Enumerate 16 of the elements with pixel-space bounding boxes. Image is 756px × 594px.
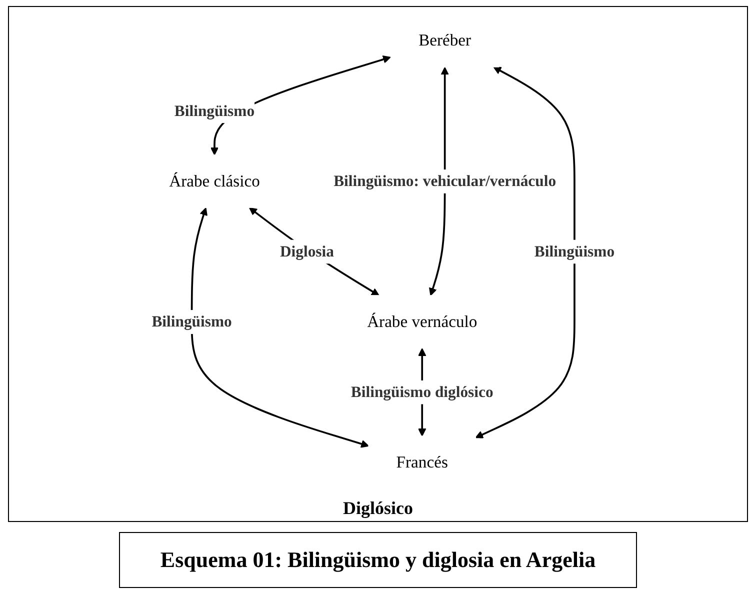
node-text: Árabe clásico: [169, 172, 260, 190]
edge-label: Bilingüismo: [174, 102, 255, 120]
arrow: [475, 66, 576, 438]
node-text: Beréber: [418, 30, 472, 50]
note-label: Diglósico: [343, 498, 413, 518]
edge-label: Bilingüismo: [152, 312, 232, 330]
arrow: [248, 207, 380, 296]
node-text: Árabe vernáculo: [367, 312, 478, 331]
arrow: [190, 207, 370, 448]
edge-label: Diglosia: [280, 242, 334, 260]
edge-label: Bilingüismo: vehicular/vernáculo: [334, 172, 556, 190]
caption: Esquema 01: Bilingüismo y diglosia en Argelia: [119, 532, 637, 588]
node-text: Francés: [396, 452, 448, 472]
edge-label: Bilingüismo diglósico: [350, 383, 494, 401]
arrow: [429, 66, 449, 296]
edge-label: Bilingüismo: [534, 242, 615, 260]
